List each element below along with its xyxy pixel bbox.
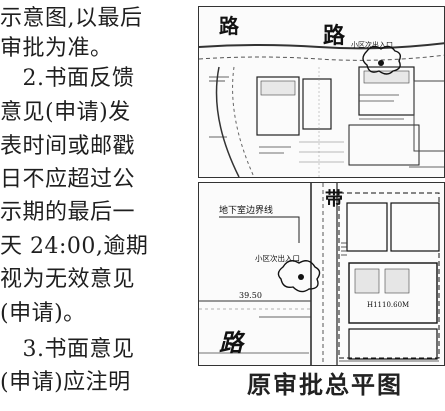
building-height-label: H1110.60M [367, 301, 409, 309]
body-text-line: (申请)应注明 [0, 370, 131, 395]
bottom-entrance-label: 小区次出入口 [255, 253, 300, 263]
dimension-label: 39.50 [239, 291, 262, 300]
body-text-line: 示意图,以最后 [0, 6, 143, 31]
site-plan-bottom-drawing: 带 地下室边界线 小区次出入口 H1110.60M 39.50 路 [199, 183, 440, 365]
figure-caption: 原审批总平图 [247, 371, 403, 399]
body-text-line: 天 24:00,逾期 [0, 234, 149, 259]
top-entrance-label: 小区次出入口 [351, 40, 393, 49]
belt-label: 带 [325, 189, 343, 210]
body-text-line: 审批为准。 [0, 36, 113, 61]
body-text-line: 表时间或邮戳 [0, 134, 136, 159]
top-road-label-right: 路 [323, 23, 346, 49]
site-plan-bottom-panel: 带 地下室边界线 小区次出入口 H1110.60M 39.50 路 [198, 182, 445, 366]
body-text-line: 示期的最后一 [0, 200, 136, 225]
body-text-line: 日不应超过公 [0, 167, 136, 192]
top-road-label-left: 路 [219, 14, 240, 38]
body-text-line: (申请)。 [0, 301, 86, 326]
site-plan-top-panel: 路 路 小区次出入口 [198, 6, 445, 178]
body-text-line: 意见(申请)发 [0, 100, 131, 125]
body-text-column: 示意图,以最后 审批为准。 2.书面反馈 意见(申请)发 表时间或邮戳 日不应超… [0, 0, 188, 411]
body-text-line: 2.书面反馈 [0, 66, 135, 91]
site-plan-figure: 路 路 小区次出入口 [198, 6, 445, 366]
body-text-line: 3.书面意见 [0, 337, 135, 362]
basement-boundary-label: 地下室边界线 [219, 204, 273, 216]
bottom-road-label: 路 [219, 328, 246, 357]
site-plan-top-drawing: 路 路 小区次出入口 [199, 14, 444, 177]
body-text-line: 视为无效意见 [0, 267, 136, 292]
